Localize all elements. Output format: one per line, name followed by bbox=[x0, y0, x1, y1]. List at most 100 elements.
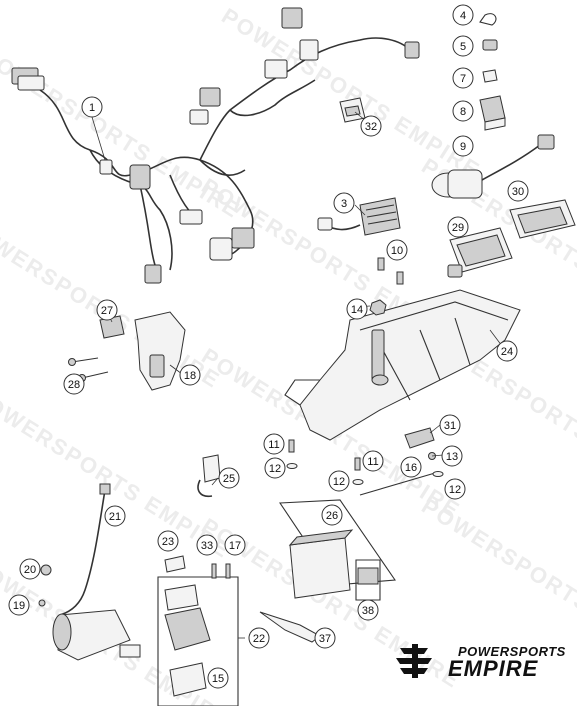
svg-text:17: 17 bbox=[229, 540, 241, 552]
callout: 14 bbox=[346, 298, 368, 320]
tray-part bbox=[447, 227, 513, 278]
brand-logo: POWERSPORTS EMPIRE bbox=[396, 644, 566, 681]
svg-text:4: 4 bbox=[460, 10, 466, 22]
svg-text:24: 24 bbox=[501, 346, 513, 358]
svg-text:18: 18 bbox=[184, 370, 196, 382]
sleeve-part bbox=[404, 427, 435, 449]
svg-text:16: 16 bbox=[405, 462, 417, 474]
callout: 7 bbox=[452, 67, 474, 89]
svg-text:37: 37 bbox=[319, 633, 331, 645]
svg-text:11: 11 bbox=[367, 456, 378, 468]
svg-text:32: 32 bbox=[365, 121, 377, 133]
nut-part bbox=[369, 299, 387, 316]
svg-text:25: 25 bbox=[223, 473, 235, 485]
connector-part bbox=[339, 97, 366, 123]
svg-text:12: 12 bbox=[333, 476, 345, 488]
callout: 11 bbox=[263, 433, 285, 455]
svg-text:31: 31 bbox=[444, 420, 456, 432]
svg-text:29: 29 bbox=[452, 222, 464, 234]
starter-motor-part bbox=[38, 483, 141, 661]
battery-part bbox=[279, 499, 396, 599]
callout: 26 bbox=[321, 504, 343, 526]
callout: 20 bbox=[19, 558, 41, 580]
clip-part bbox=[482, 39, 498, 51]
brand-emblem-icon bbox=[396, 644, 432, 678]
fuse-part bbox=[377, 257, 404, 285]
callout: 24 bbox=[496, 340, 518, 362]
starter-relay-group bbox=[157, 555, 239, 707]
callout: 38 bbox=[357, 599, 379, 621]
callout: 30 bbox=[507, 180, 529, 202]
battery-lid-part bbox=[509, 199, 576, 239]
svg-text:38: 38 bbox=[362, 605, 374, 617]
relay-holder-part bbox=[68, 311, 186, 391]
callout: 25 bbox=[218, 467, 240, 489]
brand-line1: POWERSPORTS bbox=[458, 644, 566, 659]
callout: 18 bbox=[179, 364, 201, 386]
callout: 11 bbox=[362, 450, 384, 472]
callout: 27 bbox=[96, 299, 118, 321]
callout: 13 bbox=[441, 445, 463, 467]
callout: 12 bbox=[328, 470, 350, 492]
callout: 15 bbox=[207, 667, 229, 689]
leader-lines bbox=[73, 111, 506, 639]
svg-text:33: 33 bbox=[201, 540, 213, 552]
svg-text:3: 3 bbox=[341, 198, 347, 210]
svg-text:8: 8 bbox=[460, 106, 466, 118]
regulator-part bbox=[317, 197, 401, 236]
battery-box-part bbox=[284, 289, 521, 441]
svg-text:27: 27 bbox=[101, 305, 113, 317]
svg-text:22: 22 bbox=[253, 633, 265, 645]
svg-text:19: 19 bbox=[13, 600, 25, 612]
callout: 12 bbox=[264, 457, 286, 479]
svg-text:20: 20 bbox=[24, 564, 36, 576]
svg-text:28: 28 bbox=[68, 379, 80, 391]
wiring-harness-part bbox=[11, 7, 420, 284]
cable-tie-part bbox=[479, 13, 497, 26]
callout: 37 bbox=[314, 627, 336, 649]
brand-line2: EMPIRE bbox=[448, 656, 539, 681]
callout: 3 bbox=[333, 192, 355, 214]
callout-markers: 1 4 5 7 8 9 32 3 30 29 10 14 27 24 18 28… bbox=[8, 4, 529, 689]
callout: 33 bbox=[196, 534, 218, 556]
callout: 31 bbox=[439, 414, 461, 436]
callout: 28 bbox=[63, 373, 85, 395]
callout: 8 bbox=[452, 100, 474, 122]
svg-text:14: 14 bbox=[351, 304, 363, 316]
callout: 9 bbox=[452, 135, 474, 157]
relay-part bbox=[479, 95, 506, 131]
callout: 29 bbox=[447, 216, 469, 238]
svg-text:7: 7 bbox=[460, 73, 466, 85]
callout: 1 bbox=[81, 96, 103, 118]
svg-text:21: 21 bbox=[109, 511, 121, 523]
svg-text:10: 10 bbox=[391, 245, 403, 257]
sensor-part bbox=[431, 134, 555, 199]
callout: 19 bbox=[8, 594, 30, 616]
callout: 17 bbox=[224, 534, 246, 556]
callout: 23 bbox=[157, 530, 179, 552]
watermark-text: POWERSPORTS EMPIRE bbox=[0, 383, 235, 563]
callout: 5 bbox=[452, 35, 474, 57]
watermark-text: POWERSPORTS EMPIRE bbox=[217, 3, 485, 183]
callout: 32 bbox=[360, 115, 382, 137]
svg-text:26: 26 bbox=[326, 510, 338, 522]
svg-text:12: 12 bbox=[449, 484, 461, 496]
svg-text:5: 5 bbox=[460, 41, 466, 53]
svg-text:9: 9 bbox=[460, 141, 466, 153]
callout: 12 bbox=[444, 478, 466, 500]
boot-part bbox=[197, 454, 221, 498]
clamp-part bbox=[482, 69, 498, 83]
svg-text:11: 11 bbox=[268, 439, 279, 451]
svg-text:1: 1 bbox=[89, 102, 95, 114]
svg-text:13: 13 bbox=[446, 451, 458, 463]
callout: 10 bbox=[386, 239, 408, 261]
svg-text:15: 15 bbox=[212, 673, 224, 685]
callout: 22 bbox=[248, 627, 270, 649]
svg-text:30: 30 bbox=[512, 186, 524, 198]
svg-text:23: 23 bbox=[162, 536, 174, 548]
kit-bracket bbox=[355, 559, 381, 601]
svg-text:12: 12 bbox=[269, 463, 281, 475]
callout: 16 bbox=[400, 456, 422, 478]
